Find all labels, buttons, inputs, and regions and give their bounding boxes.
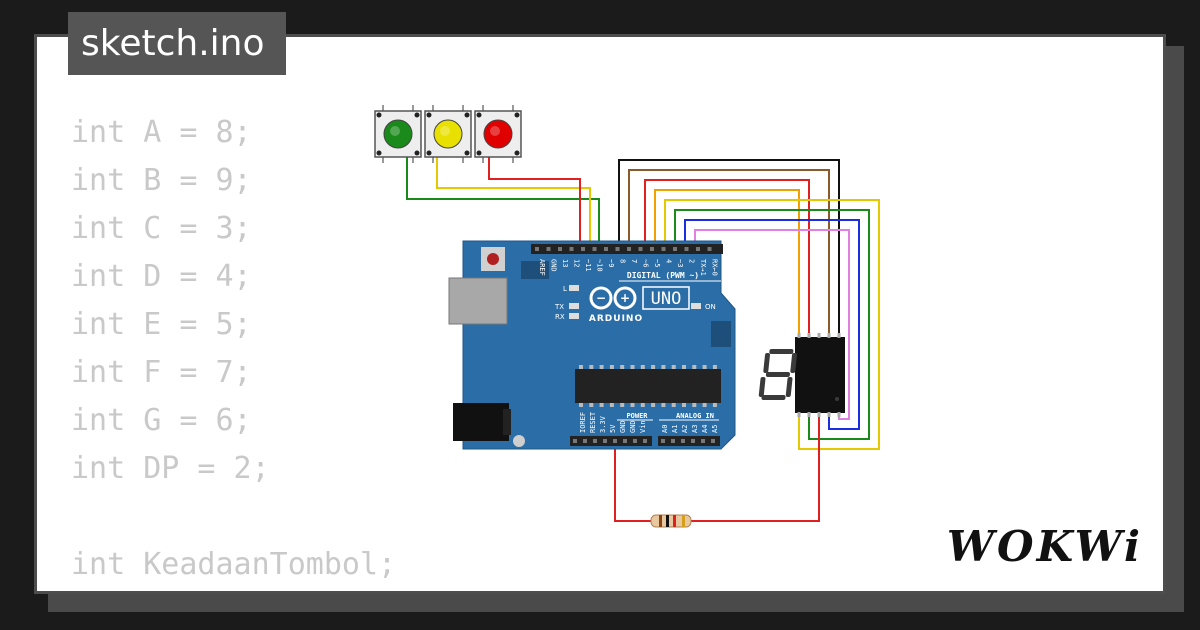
- usb-connector: [448, 277, 508, 325]
- arduino-logo-icon: [589, 286, 637, 310]
- wire-yellow-button: [436, 155, 591, 247]
- display-segment: [790, 353, 798, 373]
- wires: [406, 155, 880, 522]
- analog-pin-label: A3: [691, 425, 699, 433]
- analog-pin-label: A4: [701, 425, 709, 433]
- digital-pin-label: ~11: [584, 259, 592, 272]
- analog-pin-label: A2: [681, 425, 689, 433]
- display-segment: [765, 372, 791, 377]
- digital-pin-label: 4: [665, 259, 673, 263]
- code-line: int DP = 2;: [71, 451, 270, 486]
- power-pin-label: GND: [629, 420, 637, 433]
- digital-pin-label: ~10: [596, 259, 604, 272]
- wire-red-display: [644, 179, 810, 339]
- digital-pin-label: ~6: [642, 259, 650, 267]
- digital-pin-label: ~9: [607, 259, 615, 267]
- digital-pin-label: RX←0: [711, 259, 719, 276]
- led-l-label: L: [563, 285, 567, 293]
- power-pin-label: IOREF: [579, 412, 587, 433]
- digital-pin-label: 2: [688, 259, 696, 263]
- digital-header-label: DIGITAL (PWM ~): [627, 271, 699, 280]
- display-segment: [763, 353, 771, 373]
- power-pin-label: RESET: [589, 411, 597, 433]
- push-button-green[interactable]: [374, 105, 422, 163]
- code-line: int KeadaanTombol;: [71, 547, 397, 582]
- code-line: int E = 5;: [71, 307, 252, 342]
- board-brand: ARDUINO: [589, 314, 643, 324]
- power-header: [570, 436, 652, 446]
- digital-pin-label: TX→1: [699, 259, 707, 276]
- wire-blue: [684, 219, 860, 430]
- digital-pin-label: ~3: [676, 259, 684, 267]
- wire-yellow-display: [664, 199, 880, 450]
- code-line: int G = 6;: [71, 403, 252, 438]
- digital-pin-label: GND: [550, 259, 558, 272]
- push-buttons: [374, 105, 522, 163]
- code-line: int B = 9;: [71, 163, 252, 198]
- display-segment: [785, 377, 793, 397]
- digital-pin-label: 12: [573, 259, 581, 267]
- wire-orange: [654, 189, 800, 339]
- power-pin-label: GND: [619, 420, 627, 433]
- code-line: int C = 3;: [71, 211, 252, 246]
- wire-green-button: [406, 155, 600, 247]
- display-segment: [758, 377, 766, 397]
- led-rx-label: RX: [555, 313, 565, 321]
- digital-pin-label: 13: [561, 259, 569, 267]
- display-segment: [769, 349, 794, 354]
- resistor: [650, 514, 692, 528]
- led-tx-label: TX: [554, 303, 564, 311]
- analog-pin-label: A5: [711, 425, 719, 433]
- wokwi-logo: WOKWi: [946, 522, 1143, 571]
- digital-pin-label: 7: [630, 259, 638, 263]
- power-header-label: POWER: [626, 412, 648, 420]
- code-preview: int A = 8; int B = 9; int C = 3; int D = 4;…: [71, 109, 571, 591]
- board-model: UNO: [651, 289, 682, 309]
- digital-pin-label: ~5: [653, 259, 661, 267]
- analog-pin-label: A1: [671, 425, 679, 433]
- code-line: int F = 7;: [71, 355, 252, 390]
- push-button-yellow[interactable]: [424, 105, 472, 163]
- microcontroller-chip: [575, 369, 721, 403]
- wire-red-button: [488, 155, 581, 247]
- svg-text:−: −: [596, 291, 606, 305]
- wire-violet: [694, 229, 850, 420]
- analog-header: [658, 436, 720, 446]
- wire-resistor: [614, 413, 820, 522]
- file-tab[interactable]: sketch.ino: [68, 12, 286, 75]
- seven-segment-display: [758, 333, 845, 417]
- power-pin-label: Vin: [639, 420, 647, 433]
- push-button-red[interactable]: [474, 105, 522, 163]
- power-jack: [453, 403, 509, 441]
- wire-green-display: [674, 209, 870, 440]
- power-pin-label: 5V: [609, 424, 617, 433]
- analog-header-label: ANALOG IN: [676, 412, 714, 420]
- display-segment: [761, 395, 786, 400]
- led-on-label: ON: [705, 303, 716, 311]
- preview-card: int A = 8; int B = 9; int C = 3; int D = 4;…: [34, 34, 1166, 594]
- digital-pin-label: 8: [619, 259, 627, 263]
- wire-black: [618, 159, 840, 339]
- power-pin-label: 3.3V: [599, 415, 607, 433]
- digital-pin-label: AREF: [538, 259, 546, 276]
- wire-brown: [628, 169, 830, 339]
- analog-pin-label: A0: [661, 425, 669, 433]
- code-line: int D = 4;: [71, 259, 252, 294]
- svg-text:+: +: [620, 291, 630, 305]
- code-line: int A = 8;: [71, 115, 252, 150]
